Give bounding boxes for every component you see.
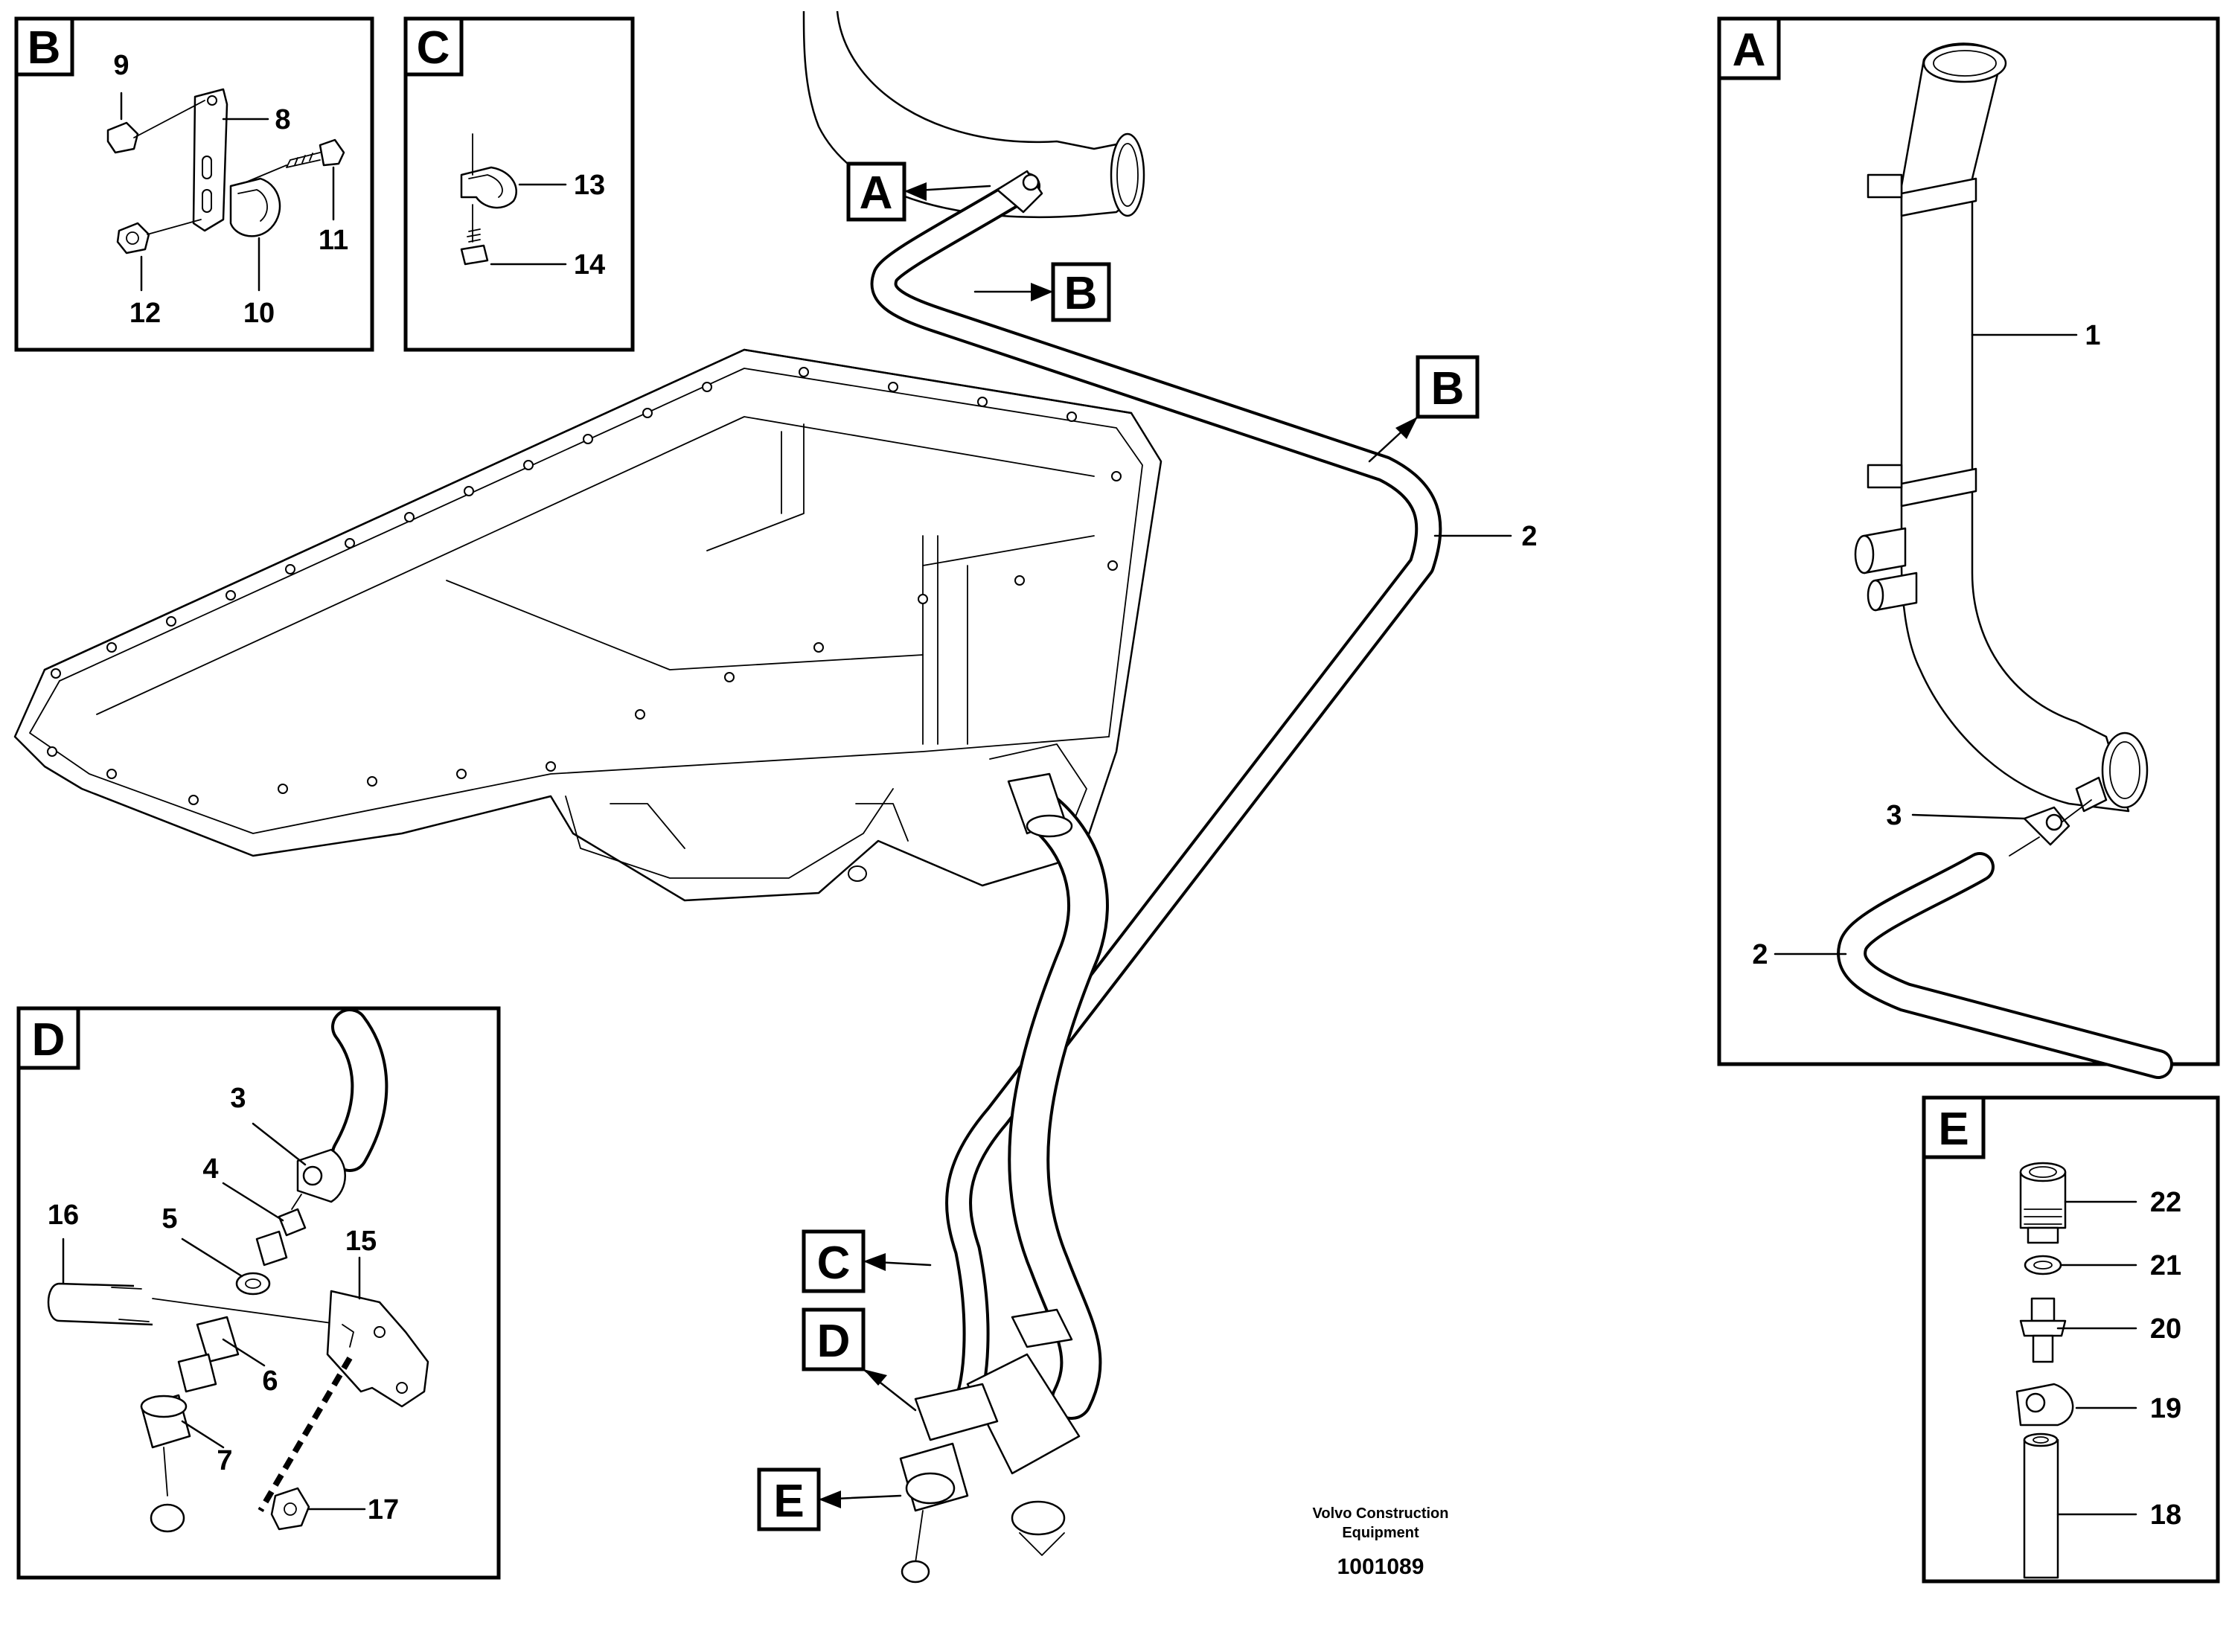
part-number: 18 [2150,1499,2181,1531]
detail-letter: D [32,1014,65,1066]
manufacturer-line-2: Equipment [1342,1525,1419,1541]
pan-bolt-holes [47,367,1122,805]
callout-b-main-1: B [973,262,1111,322]
detail-view-a: A 1 3 2 [1717,16,2220,1079]
part-number: 1 [2085,320,2100,351]
detail-letter-box [403,16,464,77]
callout-e-main: E [757,1467,902,1531]
part-number: 15 [345,1226,377,1257]
part-number: 21 [2150,1250,2181,1281]
detail-view-d: D 3 4 [16,1006,501,1580]
part-number: 7 [217,1445,232,1476]
drawing-number: 1001089 [1337,1555,1424,1579]
detail-letter-box [14,16,74,77]
part-number: 9 [113,50,129,81]
part-number: 20 [2150,1313,2181,1345]
part-number: 12 [129,298,161,329]
callout-box [802,1307,866,1371]
part-number: 2 [1521,521,1537,552]
detail-letter-box [1717,16,1781,80]
part-number: 6 [262,1366,278,1397]
part-number: 14 [574,249,605,281]
part-number: 13 [574,170,605,201]
drawing-credits: Volvo Construction Equipment 1001089 [1313,1505,1449,1579]
callout-b-main-2: B [1368,355,1480,463]
callout-letter: C [817,1238,851,1289]
part-number: 22 [2150,1187,2181,1218]
part-number: 19 [2150,1393,2181,1424]
main-view: A B B 2 C [13,10,1538,1584]
callout-d-main: D [802,1307,917,1412]
part-number: 17 [368,1494,399,1525]
detail-letter-box [1922,1095,1986,1159]
detail-view-c: C 13 14 [403,16,635,352]
callout-letter: E [773,1476,804,1527]
part-number: 3 [230,1083,246,1114]
callout-letter: A [860,167,893,219]
callout-box [1416,355,1480,419]
callout-letter: B [1431,363,1465,414]
part-2-leader-main: 2 [1433,521,1538,552]
part-number: 4 [202,1153,218,1185]
dipstick-tube [870,170,1442,1412]
part-number: 16 [48,1200,79,1231]
part-number: 3 [1886,800,1902,831]
detail-letter: C [417,22,450,74]
part-number: 11 [319,225,348,256]
drain-valve [899,1383,999,1584]
detail-letter: A [1733,25,1766,76]
callout-letter: B [1064,268,1098,319]
drain-hose [966,772,1109,1556]
manufacturer-line-1: Volvo Construction [1313,1505,1449,1522]
callout-letter: D [817,1316,851,1367]
oil-pan [13,348,1163,902]
callout-c-main: C [802,1229,932,1293]
detail-view-b: B 8 9 11 12 10 [14,16,374,352]
detail-frame [1922,1095,2220,1584]
detail-letter: E [1938,1104,1969,1155]
part-number: 10 [243,298,275,329]
detail-letter-box [16,1006,80,1070]
detail-view-e: E 22 21 20 19 18 [1922,1095,2220,1584]
part-number: 2 [1752,939,1768,970]
part-number: 5 [162,1203,177,1235]
callout-box [1051,262,1111,322]
detail-letter: B [28,22,61,74]
callout-a-main: A [846,161,991,222]
part-number: 8 [275,104,290,135]
